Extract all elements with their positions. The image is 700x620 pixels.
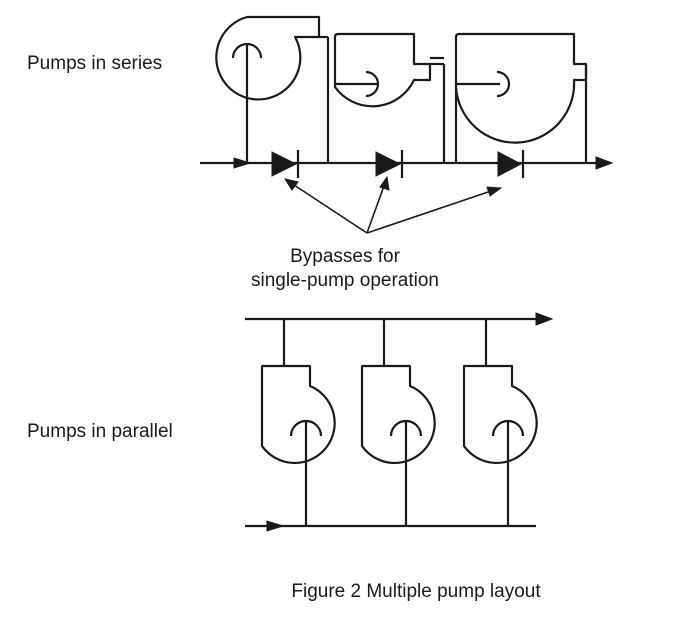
series-pump-1-icon: [215, 15, 330, 163]
series-label: Pumps in series: [27, 53, 163, 74]
check-valve-1-icon: [271, 150, 300, 178]
series-outlet-arrow-icon: [595, 156, 614, 170]
bypass-label-line-2: single-pump operation: [250, 270, 439, 291]
check-valve-2-icon: [375, 150, 404, 178]
parallel-pump-2-icon: [360, 319, 436, 526]
parallel-outlet-arrow-icon: [535, 312, 554, 326]
bypass-label-line-1: Bypasses for: [290, 246, 400, 267]
series-pump-3-icon: [454, 32, 588, 163]
parallel-pump-1-icon: [260, 319, 336, 526]
parallel-inlet-arrow-icon: [266, 520, 285, 532]
series-pump-2-icon: [333, 32, 446, 163]
bypass-pointer-arrows: [283, 175, 503, 234]
parallel-arrangement: [245, 312, 554, 532]
check-valve-3-icon: [497, 150, 525, 178]
figure-caption: Figure 2 Multiple pump layout: [291, 581, 541, 602]
parallel-label: Pumps in parallel: [27, 421, 173, 442]
series-arrangement: [200, 15, 614, 234]
series-inlet-arrow-icon: [233, 157, 252, 169]
parallel-pump-3-icon: [462, 319, 538, 526]
bypass-label: Bypasses for single-pump operation: [180, 245, 510, 293]
